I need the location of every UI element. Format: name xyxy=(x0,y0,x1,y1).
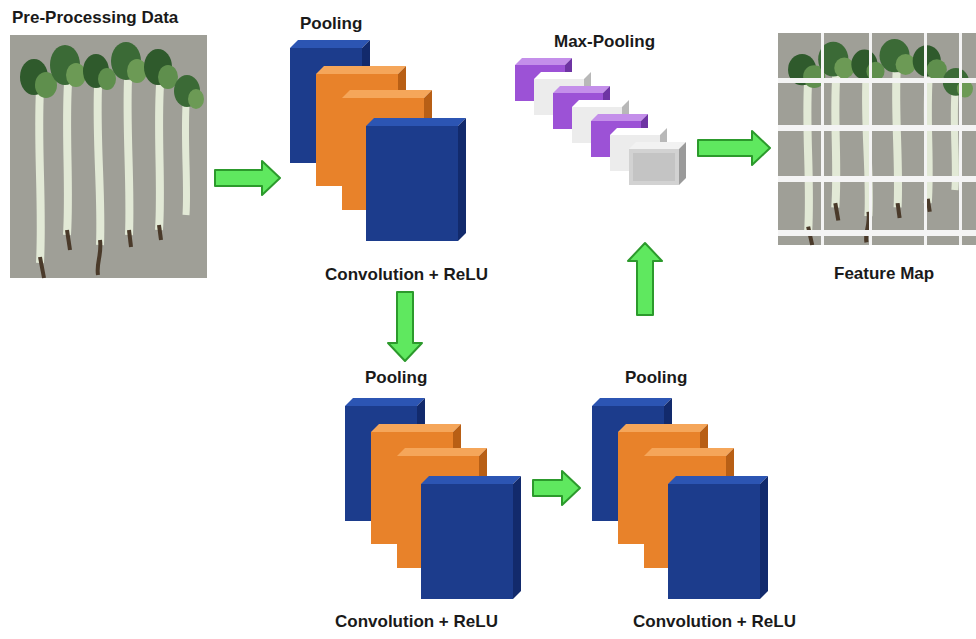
layer-stack xyxy=(290,40,466,241)
layer-label: Convolution + ReLU xyxy=(325,265,488,285)
layer-stack xyxy=(592,398,768,599)
layer-label: Convolution + ReLU xyxy=(633,612,796,632)
layer-block: PoolingConvolution + ReLU xyxy=(585,366,800,634)
max-pooling-stack xyxy=(515,58,686,185)
layer-label: Pre-Processing Data xyxy=(12,8,178,28)
layer-block: Max-Pooling xyxy=(512,30,692,192)
flow-arrow xyxy=(533,471,580,505)
flow-arrow xyxy=(388,292,422,361)
feature-map-photo xyxy=(778,33,976,245)
layer-label: Pooling xyxy=(300,14,362,34)
layer-label: Pooling xyxy=(365,368,427,388)
flow-arrow xyxy=(698,131,770,165)
flow-arrow xyxy=(215,161,280,195)
flow-arrow xyxy=(628,243,662,315)
layer-label: Max-Pooling xyxy=(554,32,655,52)
layer-block: Pre-Processing Data xyxy=(8,4,210,282)
layer-label: Feature Map xyxy=(834,264,934,284)
layer-block: Feature Map xyxy=(776,28,974,286)
seedling-photo xyxy=(10,35,207,278)
layer-label: Convolution + ReLU xyxy=(335,612,498,632)
layer-stack xyxy=(345,398,521,599)
layer-block: PoolingConvolution + ReLU xyxy=(285,12,492,287)
layer-block: PoolingConvolution + ReLU xyxy=(333,366,528,634)
layer-label: Pooling xyxy=(625,368,687,388)
